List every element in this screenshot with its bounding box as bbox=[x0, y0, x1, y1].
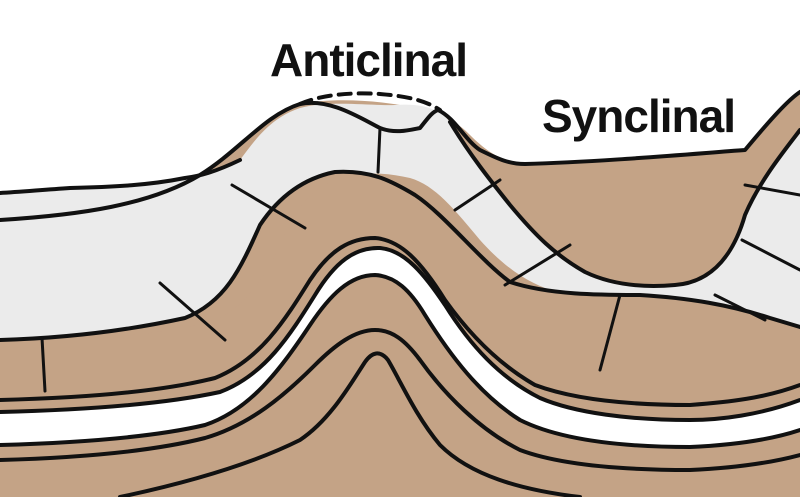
synclinal-inner-boundary bbox=[448, 120, 800, 288]
joint-line bbox=[453, 178, 502, 212]
joint-line bbox=[40, 336, 47, 393]
syncline-label: Synclinal bbox=[542, 90, 735, 142]
white-top-boundary bbox=[0, 236, 800, 407]
joint-line bbox=[598, 293, 622, 372]
joint-line bbox=[503, 243, 572, 287]
joint-line bbox=[713, 293, 767, 322]
jointed-gray-layer bbox=[0, 103, 800, 340]
bottom-core-layer bbox=[120, 353, 580, 497]
anticline-label: Anticlinal bbox=[270, 34, 467, 86]
gray-bottom-boundary bbox=[0, 169, 800, 342]
joint-line bbox=[376, 126, 382, 174]
joint-line bbox=[743, 183, 800, 197]
white-bottom-boundary bbox=[0, 273, 800, 449]
eroded-crest-dashed-line bbox=[298, 91, 442, 112]
middle-brown-layer bbox=[0, 173, 800, 405]
lower-brown-boundary bbox=[0, 328, 800, 472]
joint-line bbox=[740, 238, 800, 272]
gray-top-boundary bbox=[0, 158, 242, 195]
joint-line bbox=[158, 281, 227, 342]
white-upper-edge bbox=[0, 245, 800, 422]
core-boundary bbox=[118, 351, 582, 497]
joint-line bbox=[230, 183, 307, 230]
